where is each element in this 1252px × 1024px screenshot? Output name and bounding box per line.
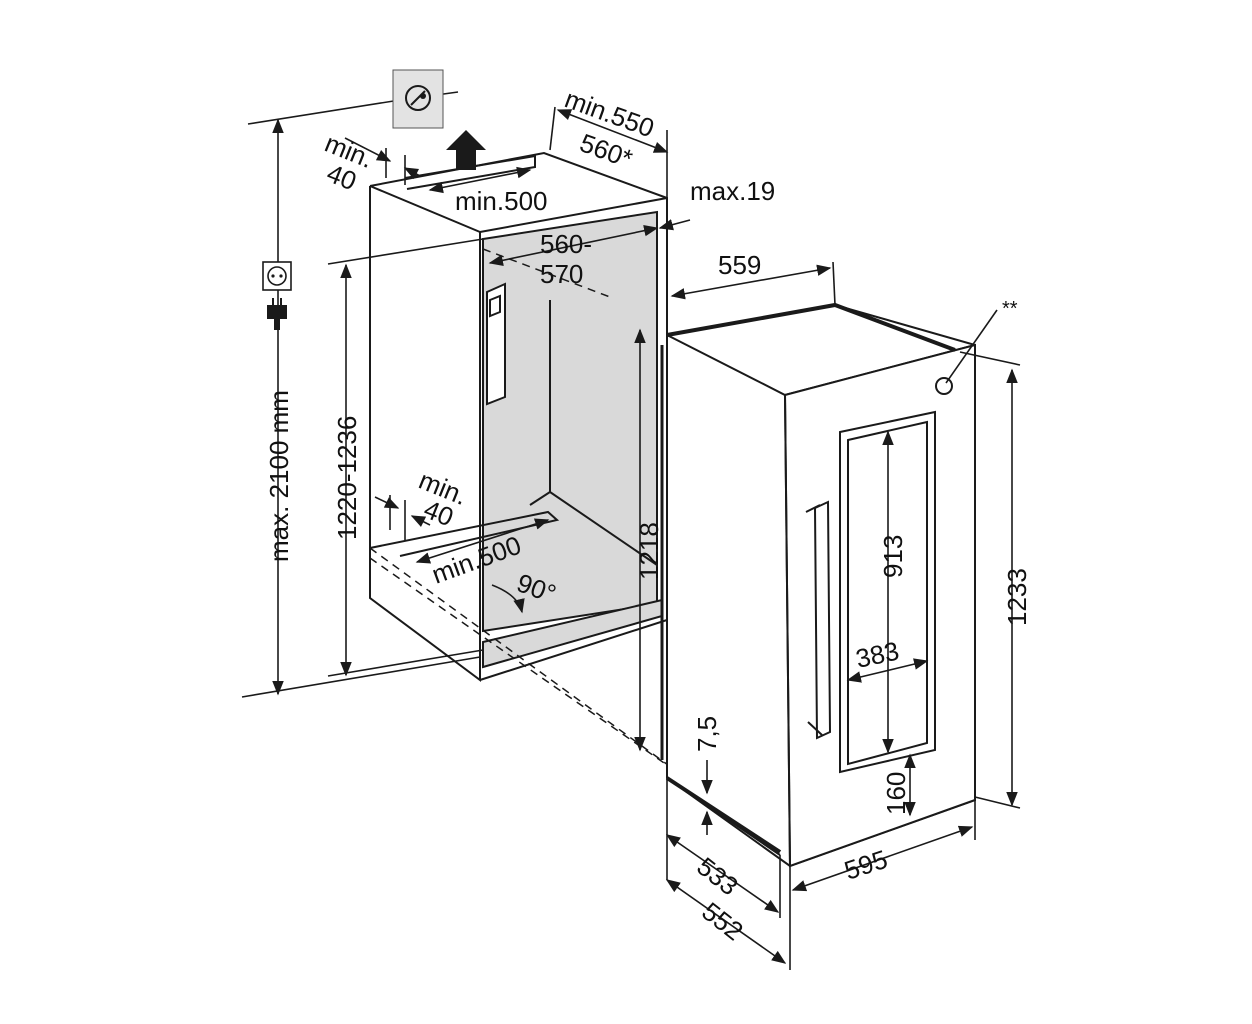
door-glass-inner — [847, 420, 928, 766]
label-1220-1236: 1220-1236 — [332, 416, 362, 540]
label-559: 559 — [718, 250, 761, 280]
label-min-550: min.550 — [561, 83, 658, 143]
label-double-star: ** — [1002, 298, 1018, 320]
label-7-5: 7,5 — [692, 716, 722, 752]
label-560-570-line2: 570 — [540, 259, 583, 289]
door-glass-outer — [839, 410, 936, 774]
label-min-500-top: min.500 — [455, 186, 548, 216]
label-1233: 1233 — [1002, 568, 1032, 626]
power-socket-icon — [262, 261, 292, 291]
niche-cabinet — [369, 151, 668, 682]
label-560-570-line1: 560- — [540, 229, 592, 259]
lock-circle — [935, 377, 953, 395]
label-160: 160 — [881, 772, 911, 815]
airflow-arrow-icon — [446, 130, 486, 170]
door-handle — [813, 500, 832, 740]
label-595: 595 — [841, 844, 892, 886]
label-913: 913 — [878, 535, 908, 578]
label-max-2100: max. 2100 mm — [264, 390, 294, 562]
label-max-19: max.19 — [690, 176, 775, 206]
label-552: 552 — [696, 896, 749, 946]
appliance — [660, 302, 976, 868]
power-plug-icon — [267, 298, 287, 330]
label-1218: 1218 — [634, 522, 664, 580]
air-vent-icon — [392, 69, 444, 129]
dimension-lines — [241, 91, 1021, 970]
projection-lines — [369, 248, 669, 766]
label-533: 533 — [691, 851, 744, 901]
